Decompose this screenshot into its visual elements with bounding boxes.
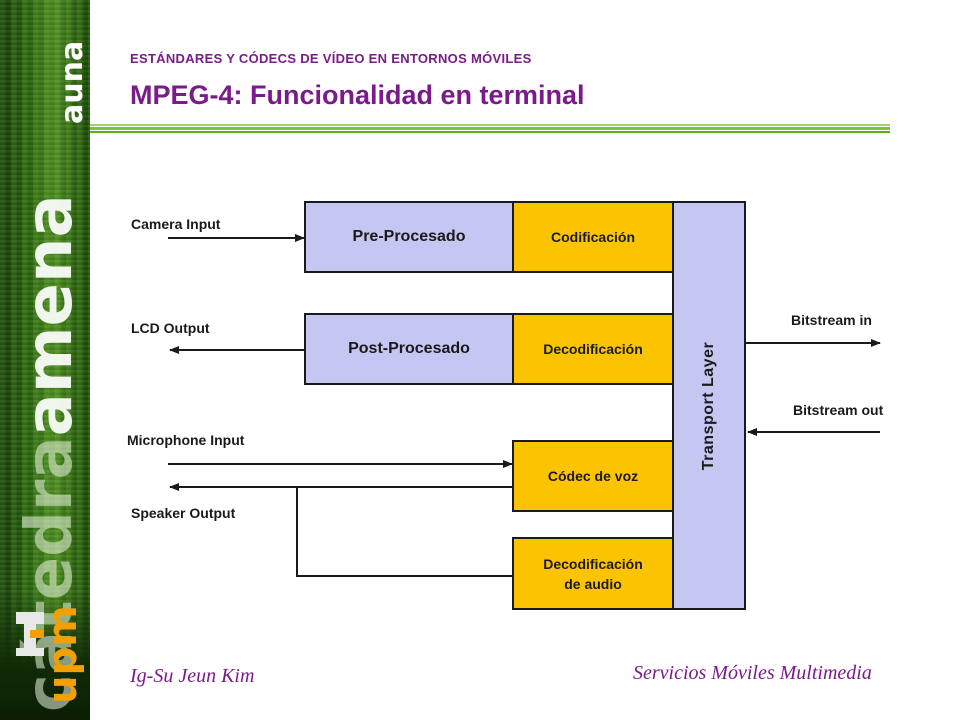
transport-layer-block: Transport Layer <box>672 201 746 610</box>
footer-course: Servicios Móviles Multimedia <box>633 662 872 684</box>
speaker-output-label: Speaker Output <box>131 505 236 521</box>
decodificacion-audio-label-line2: de audio <box>564 575 622 592</box>
codificacion-block: Codificación <box>512 201 674 273</box>
audio-decoder-connector <box>296 487 512 577</box>
bitstream-out-label: Bitstream out <box>793 402 884 418</box>
transport-layer-label: Transport Layer <box>700 341 717 470</box>
footer-author: Ig-Su Jeun Kim <box>130 665 255 687</box>
upm-emblem-icon <box>16 612 44 656</box>
pre-procesado-label: Pre-Procesado <box>352 228 466 245</box>
upm-logo-text: upm <box>40 605 84 704</box>
post-procesado-block: Post-Procesado <box>304 313 514 385</box>
title-underline <box>90 124 890 133</box>
pre-procesado-block: Pre-Procesado <box>304 201 514 273</box>
camera-input-label: Camera Input <box>131 216 221 232</box>
microphone-input-label: Microphone Input <box>127 432 245 448</box>
codec-voz-label: Códec de voz <box>547 468 639 484</box>
codec-voz-block: Códec de voz <box>512 440 674 512</box>
bitstream-in-label: Bitstream in <box>791 312 872 328</box>
side-brand-band: cátedraamena auna upm <box>0 0 90 720</box>
slide-subtitle: ESTÁNDARES Y CÓDECS DE VÍDEO EN ENTORNOS… <box>130 51 532 66</box>
decodificacion-label: Decodificación <box>543 341 643 357</box>
decodificacion-block: Decodificación <box>512 313 674 385</box>
decodificacion-audio-block: Decodificación de audio <box>512 537 674 610</box>
band-shadow <box>0 590 90 720</box>
codificacion-label: Codificación <box>550 229 635 245</box>
post-procesado-label: Post-Procesado <box>348 340 470 357</box>
decodificacion-audio-label-line1: Decodificación <box>543 555 643 572</box>
lcd-output-label: LCD Output <box>131 320 210 336</box>
upm-logo: upm <box>16 605 84 704</box>
slide-title: MPEG-4: Funcionalidad en terminal <box>130 80 585 110</box>
